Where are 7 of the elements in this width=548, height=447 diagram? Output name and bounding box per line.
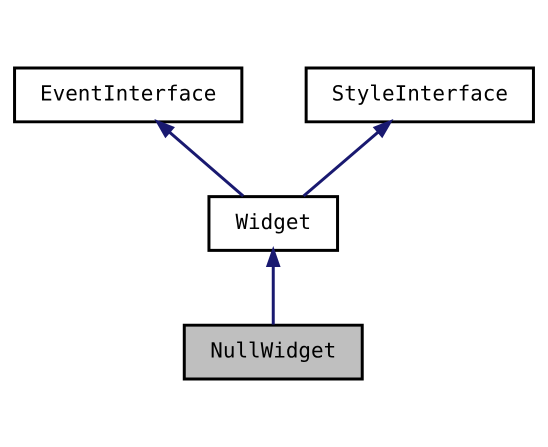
node-box: EventInterface: [13, 66, 244, 124]
arrow: [154, 119, 244, 198]
node-box: StyleInterface: [304, 66, 535, 124]
node-box: Widget: [207, 195, 340, 252]
arrow: [266, 246, 281, 325]
arrow: [302, 119, 394, 198]
node-box: NullWidget: [182, 324, 364, 381]
